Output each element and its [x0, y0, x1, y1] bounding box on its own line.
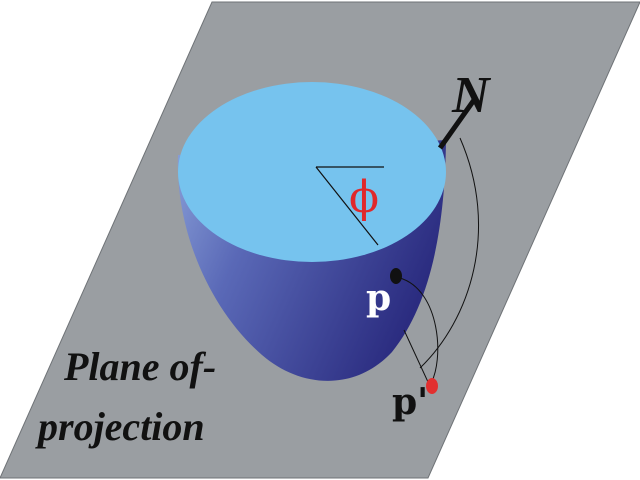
north-axis-label: N	[451, 67, 492, 124]
north-axis-line	[437, 98, 477, 150]
point-p-marker	[390, 268, 402, 284]
point-p-label: p	[366, 277, 391, 319]
plane-label-line1: Plane of-	[63, 344, 216, 389]
angle-phi-label: ϕ	[349, 172, 379, 223]
plane-label-line2: projection	[35, 404, 205, 449]
angle-ray	[315, 166, 379, 246]
projection-arc-tail	[403, 329, 429, 383]
paraboloid-rim	[178, 82, 446, 262]
point-p-prime-marker	[426, 378, 438, 394]
projection-arc-inner	[399, 277, 439, 386]
point-p-prime-label: p'	[392, 381, 428, 423]
